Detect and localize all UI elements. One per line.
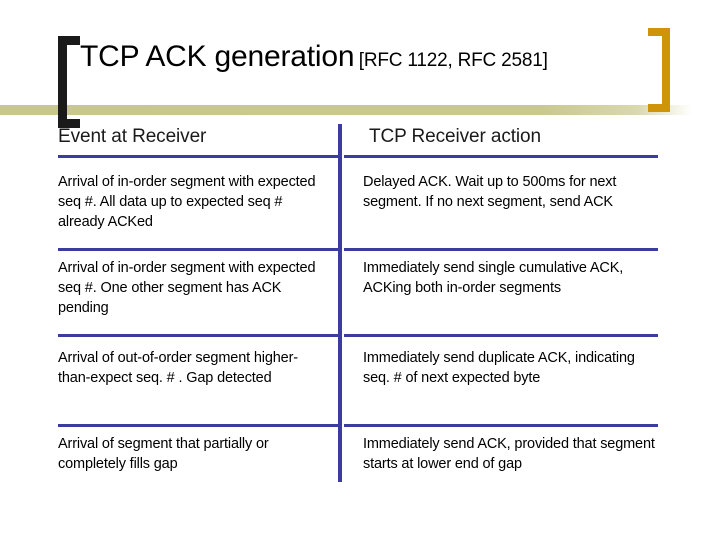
table-row: Arrival of out-of-order segment higher-t… <box>58 348 658 388</box>
table-divider-right-3 <box>344 424 658 427</box>
cell-event: Arrival of in-order segment with expecte… <box>58 174 316 230</box>
cell-event: Arrival of segment that partially or com… <box>58 436 269 472</box>
table-row: Arrival of in-order segment with expecte… <box>58 172 658 232</box>
table-divider-left-1 <box>58 248 338 251</box>
right-bracket-decoration <box>648 28 670 112</box>
cell-event: Arrival of in-order segment with expecte… <box>58 260 316 316</box>
table-vertical-divider <box>338 124 342 482</box>
table-row: Arrival of segment that partially or com… <box>58 434 658 474</box>
table-divider-right-2 <box>344 334 658 337</box>
table-header-row: Event at Receiver TCP Receiver action <box>58 126 658 148</box>
column-header-event: Event at Receiver <box>58 126 207 147</box>
table-divider-left-0 <box>58 155 338 158</box>
column-header-action: TCP Receiver action <box>369 126 541 147</box>
cell-action: Immediately send duplicate ACK, indicati… <box>363 350 635 386</box>
cell-action: Delayed ACK. Wait up to 500ms for next s… <box>363 174 617 210</box>
table-divider-left-3 <box>58 424 338 427</box>
cell-event: Arrival of out-of-order segment higher-t… <box>58 350 298 386</box>
table-divider-right-1 <box>344 248 658 251</box>
table-divider-left-2 <box>58 334 338 337</box>
slide-title-block: TCP ACK generation [RFC 1122, RFC 2581] <box>80 40 640 74</box>
table-divider-right-0 <box>344 155 658 158</box>
page-title: TCP ACK generation <box>80 40 355 73</box>
left-bracket-decoration <box>58 36 80 128</box>
cell-action: Immediately send single cumulative ACK, … <box>363 260 624 296</box>
page-title-reference: [RFC 1122, RFC 2581] <box>358 50 548 71</box>
cell-action: Immediately send ACK, provided that segm… <box>363 436 655 472</box>
decorative-khaki-band <box>0 105 692 115</box>
table-row: Arrival of in-order segment with expecte… <box>58 258 658 318</box>
